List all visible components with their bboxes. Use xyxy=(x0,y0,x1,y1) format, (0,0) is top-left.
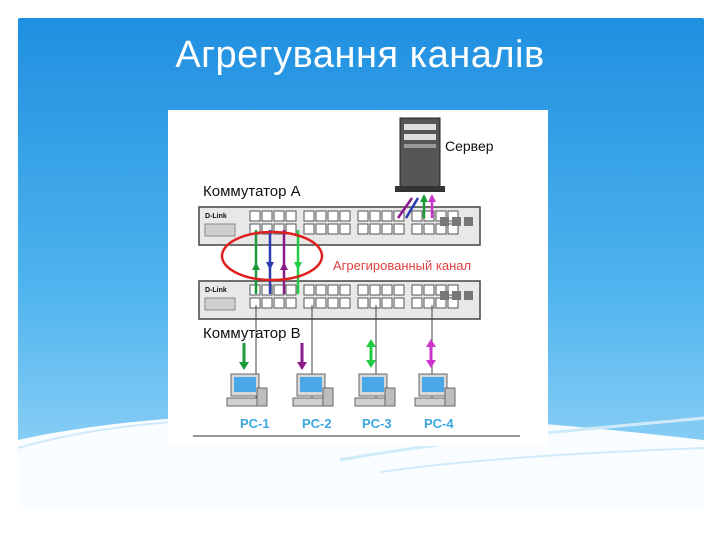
switch-port xyxy=(339,284,351,296)
switch-port xyxy=(339,210,351,222)
switch-port xyxy=(327,223,339,235)
switch-port xyxy=(411,297,423,309)
switch-port xyxy=(393,297,405,309)
switch-port xyxy=(303,223,315,235)
switch-port xyxy=(273,210,285,222)
switch-a-brand: D-Link xyxy=(205,213,227,220)
uplink-port xyxy=(452,291,461,300)
switch-port xyxy=(249,297,261,309)
switch-port xyxy=(285,210,297,222)
switch-port xyxy=(315,210,327,222)
switch-port xyxy=(339,297,351,309)
switch-port xyxy=(327,284,339,296)
switch-port xyxy=(423,223,435,235)
switch-port xyxy=(261,210,273,222)
switch-port xyxy=(249,210,261,222)
switch-port xyxy=(303,284,315,296)
switch-port xyxy=(261,223,273,235)
switch-port xyxy=(261,297,273,309)
uplink-port xyxy=(452,217,461,226)
pc-4-label: PC-4 xyxy=(424,416,454,431)
switch-port xyxy=(411,210,423,222)
switch-port xyxy=(315,223,327,235)
pc-arrows xyxy=(239,339,436,370)
switch-port xyxy=(357,210,369,222)
pc-3-label: PC-3 xyxy=(362,416,392,431)
switch-port xyxy=(411,223,423,235)
server-label: Сервер xyxy=(445,138,494,154)
switch-b-ports xyxy=(249,284,473,309)
switch-port xyxy=(303,210,315,222)
uplink-port xyxy=(464,291,473,300)
switch-port xyxy=(327,297,339,309)
pc-icon xyxy=(414,373,456,407)
aggregation-highlight xyxy=(220,230,324,282)
switch-port xyxy=(369,210,381,222)
switch-port xyxy=(357,297,369,309)
switch-port xyxy=(423,297,435,309)
switch-port xyxy=(423,284,435,296)
switch-port xyxy=(261,284,273,296)
switch-port xyxy=(327,210,339,222)
switch-port xyxy=(339,223,351,235)
pc-icon xyxy=(354,373,396,407)
switch-port xyxy=(411,284,423,296)
switch-port xyxy=(315,284,327,296)
slide-title: Агрегування каналів xyxy=(175,34,545,76)
switch-a-label: Коммутатор А xyxy=(203,183,301,200)
switch-b-label: Коммутатор В xyxy=(203,325,301,342)
switch-port xyxy=(381,223,393,235)
switch-port xyxy=(369,297,381,309)
uplink-port xyxy=(440,291,449,300)
switch-port xyxy=(303,297,315,309)
aggregation-label: Агрегированный канал xyxy=(333,258,472,273)
server-icon xyxy=(395,117,445,192)
aggregated-links xyxy=(252,230,302,294)
switch-port xyxy=(273,223,285,235)
switch-port xyxy=(369,223,381,235)
switch-port xyxy=(285,297,297,309)
pc-icons xyxy=(226,373,456,407)
switch-port xyxy=(285,284,297,296)
switch-port xyxy=(273,297,285,309)
switch-port xyxy=(393,284,405,296)
pc-2-label: PC-2 xyxy=(302,416,332,431)
switch-port xyxy=(381,297,393,309)
switch-port xyxy=(273,284,285,296)
switch-port xyxy=(381,284,393,296)
switch-port xyxy=(381,210,393,222)
switch-port xyxy=(315,297,327,309)
pc-icon xyxy=(292,373,334,407)
pc-icon xyxy=(226,373,268,407)
uplink-port xyxy=(440,217,449,226)
switch-port xyxy=(369,284,381,296)
switch-b-brand: D-Link xyxy=(205,287,227,294)
server-links xyxy=(396,194,436,219)
switch-port xyxy=(357,223,369,235)
pc-1-label: PC-1 xyxy=(240,416,270,431)
uplink-port xyxy=(464,217,473,226)
switch-port xyxy=(357,284,369,296)
switch-port xyxy=(393,223,405,235)
